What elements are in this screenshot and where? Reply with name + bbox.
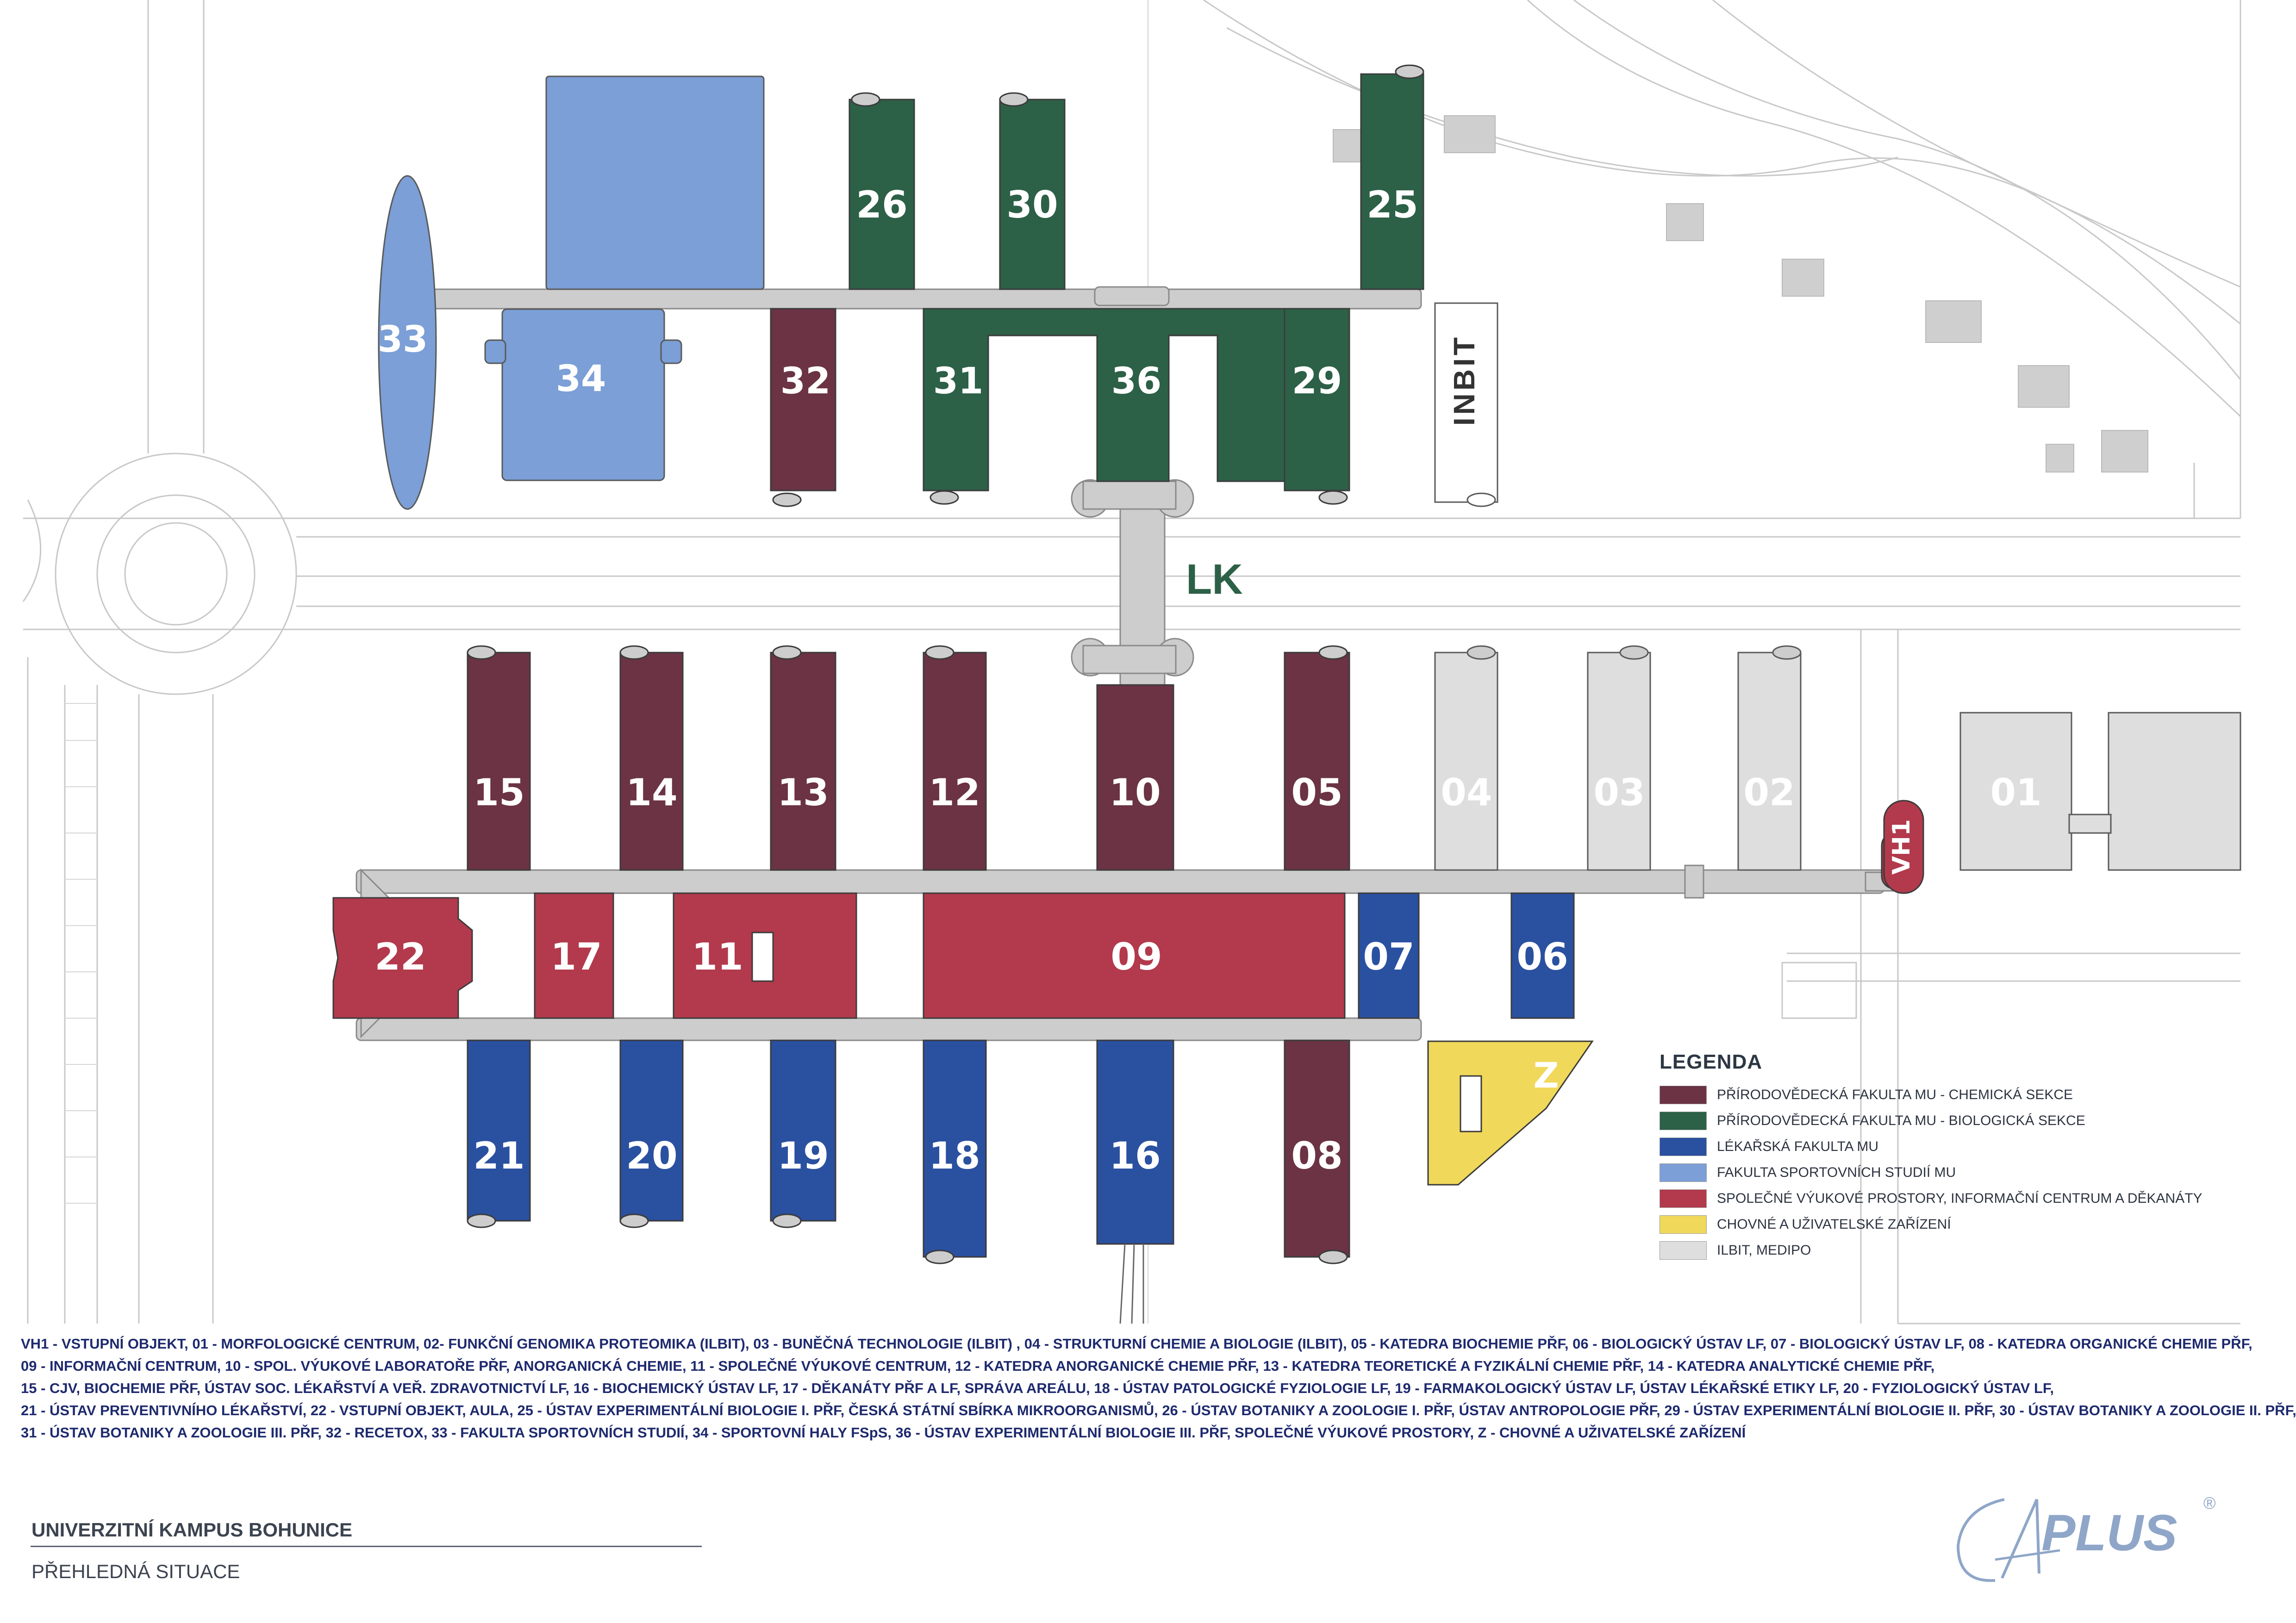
label-07: 07 [1363, 935, 1414, 978]
building-labels: 26 30 25 33 34 32 31 36 29 INBIT LK 15 1… [374, 183, 2041, 1177]
corridors [356, 286, 1908, 1041]
building-11-courtyard [751, 932, 774, 982]
footer-divider [31, 1546, 702, 1547]
rail-lines [1119, 1244, 1144, 1324]
label-18: 18 [929, 1134, 980, 1177]
legend-label: FAKULTA SPORTOVNÍCH STUDIÍ MU [1717, 1165, 1956, 1180]
label-17: 17 [550, 935, 602, 978]
label-13: 13 [777, 771, 829, 814]
label-20: 20 [626, 1134, 677, 1177]
legend-rows: PŘÍRODOVĚDECKÁ FAKULTA MU - CHEMICKÁ SEK… [1660, 1082, 2261, 1263]
chemistry-buildings [467, 308, 1350, 1264]
label-33: 33 [378, 319, 428, 361]
label-21: 21 [473, 1134, 524, 1177]
legend-swatch [1660, 1241, 1707, 1260]
building-z-inner [1460, 1075, 1482, 1132]
label-vh1: VH1 [1888, 819, 1915, 875]
label-04: 04 [1441, 771, 1492, 814]
legend-item: FAKULTA SPORTOVNÍCH STUDIÍ MU [1660, 1160, 2261, 1186]
label-29: 29 [1292, 361, 1342, 402]
label-inbit: INBIT [1447, 335, 1481, 426]
legend-label: PŘÍRODOVĚDECKÁ FAKULTA MU - BIOLOGICKÁ S… [1717, 1113, 2085, 1128]
legend-swatch [1660, 1189, 1707, 1208]
label-36: 36 [1111, 361, 1162, 402]
building-descriptions: VH1 - VSTUPNÍ OBJEKT, 01 - MORFOLOGICKÉ … [21, 1333, 2296, 1444]
aplus-logo: PLUS ® [1956, 1493, 2216, 1582]
footer-title: UNIVERZITNÍ KAMPUS BOHUNICE [31, 1519, 353, 1541]
legend-item: CHOVNÉ A UŽIVATELSKÉ ZAŘÍZENÍ [1660, 1212, 2261, 1237]
label-26: 26 [856, 183, 907, 226]
label-14: 14 [626, 771, 677, 814]
legend-label: LÉKAŘSKÁ FAKULTA MU [1717, 1139, 1878, 1154]
label-16: 16 [1109, 1134, 1160, 1177]
label-30: 30 [1006, 183, 1058, 226]
label-10: 10 [1109, 771, 1160, 814]
description-line: 09 - INFORMAČNÍ CENTRUM, 10 - SPOL. VÝUK… [21, 1358, 1935, 1374]
legend-swatch [1660, 1138, 1707, 1156]
label-31: 31 [933, 361, 984, 402]
label-08: 08 [1291, 1134, 1342, 1177]
legend-label: CHOVNÉ A UŽIVATELSKÉ ZAŘÍZENÍ [1717, 1217, 1951, 1232]
medical-buildings [467, 892, 1575, 1264]
description-line: 15 - CJV, BIOCHEMIE PŘF, ÚSTAV SOC. LÉKA… [21, 1380, 2054, 1396]
label-32: 32 [780, 361, 831, 402]
description-line: 21 - ÚSTAV PREVENTIVNÍHO LÉKAŘSTVÍ, 22 -… [21, 1402, 2296, 1418]
label-05: 05 [1291, 771, 1342, 814]
label-09: 09 [1111, 935, 1162, 978]
building-z [1427, 1040, 1594, 1186]
label-z: Z [1533, 1055, 1559, 1096]
label-12: 12 [929, 771, 980, 814]
legend-swatch [1660, 1215, 1707, 1234]
label-02: 02 [1743, 771, 1795, 814]
label-25: 25 [1366, 183, 1418, 226]
label-03: 03 [1593, 771, 1645, 814]
legend: LEGENDA PŘÍRODOVĚDECKÁ FAKULTA MU - CHEM… [1660, 1051, 2261, 1263]
legend-label: SPOLEČNÉ VÝUKOVÉ PROSTORY, INFORMAČNÍ CE… [1717, 1191, 2202, 1206]
legend-swatch [1660, 1086, 1707, 1104]
label-34: 34 [556, 358, 606, 400]
label-01: 01 [1990, 771, 2041, 814]
label-15: 15 [473, 771, 524, 814]
vh1-building [1883, 800, 1924, 894]
description-line: 31 - ÚSTAV BOTANIKY A ZOOLOGIE III. PŘF,… [21, 1424, 1746, 1441]
label-19: 19 [777, 1134, 829, 1177]
ilbit-buildings [1434, 302, 2241, 871]
footer-subtitle: PŘEHLEDNÁ SITUACE [31, 1561, 240, 1582]
logo-text: PLUS [2041, 1505, 2177, 1561]
legend-item: LÉKAŘSKÁ FAKULTA MU [1660, 1134, 2261, 1160]
label-11: 11 [692, 935, 743, 978]
legend-title: LEGENDA [1660, 1051, 1763, 1073]
legend-label: PŘÍRODOVĚDECKÁ FAKULTA MU - CHEMICKÁ SEK… [1717, 1087, 2073, 1102]
legend-label: ILBIT, MEDIPO [1717, 1243, 1811, 1258]
legend-swatch [1660, 1112, 1707, 1130]
label-06: 06 [1516, 935, 1568, 978]
legend-item: PŘÍRODOVĚDECKÁ FAKULTA MU - CHEMICKÁ SEK… [1660, 1082, 2261, 1108]
legend-item: PŘÍRODOVĚDECKÁ FAKULTA MU - BIOLOGICKÁ S… [1660, 1108, 2261, 1134]
label-lk: LK [1186, 556, 1243, 603]
sports-buildings [378, 75, 765, 510]
description-line: VH1 - VSTUPNÍ OBJEKT, 01 - MORFOLOGICKÉ … [21, 1336, 2252, 1352]
legend-swatch [1660, 1163, 1707, 1182]
biology-buildings [849, 64, 1424, 505]
parking-hatches [1333, 115, 2148, 473]
label-22: 22 [374, 935, 426, 978]
logo-registered-mark: ® [2203, 1493, 2216, 1512]
legend-item: SPOLEČNÉ VÝUKOVÉ PROSTORY, INFORMAČNÍ CE… [1660, 1186, 2261, 1212]
legend-item: ILBIT, MEDIPO [1660, 1237, 2261, 1263]
